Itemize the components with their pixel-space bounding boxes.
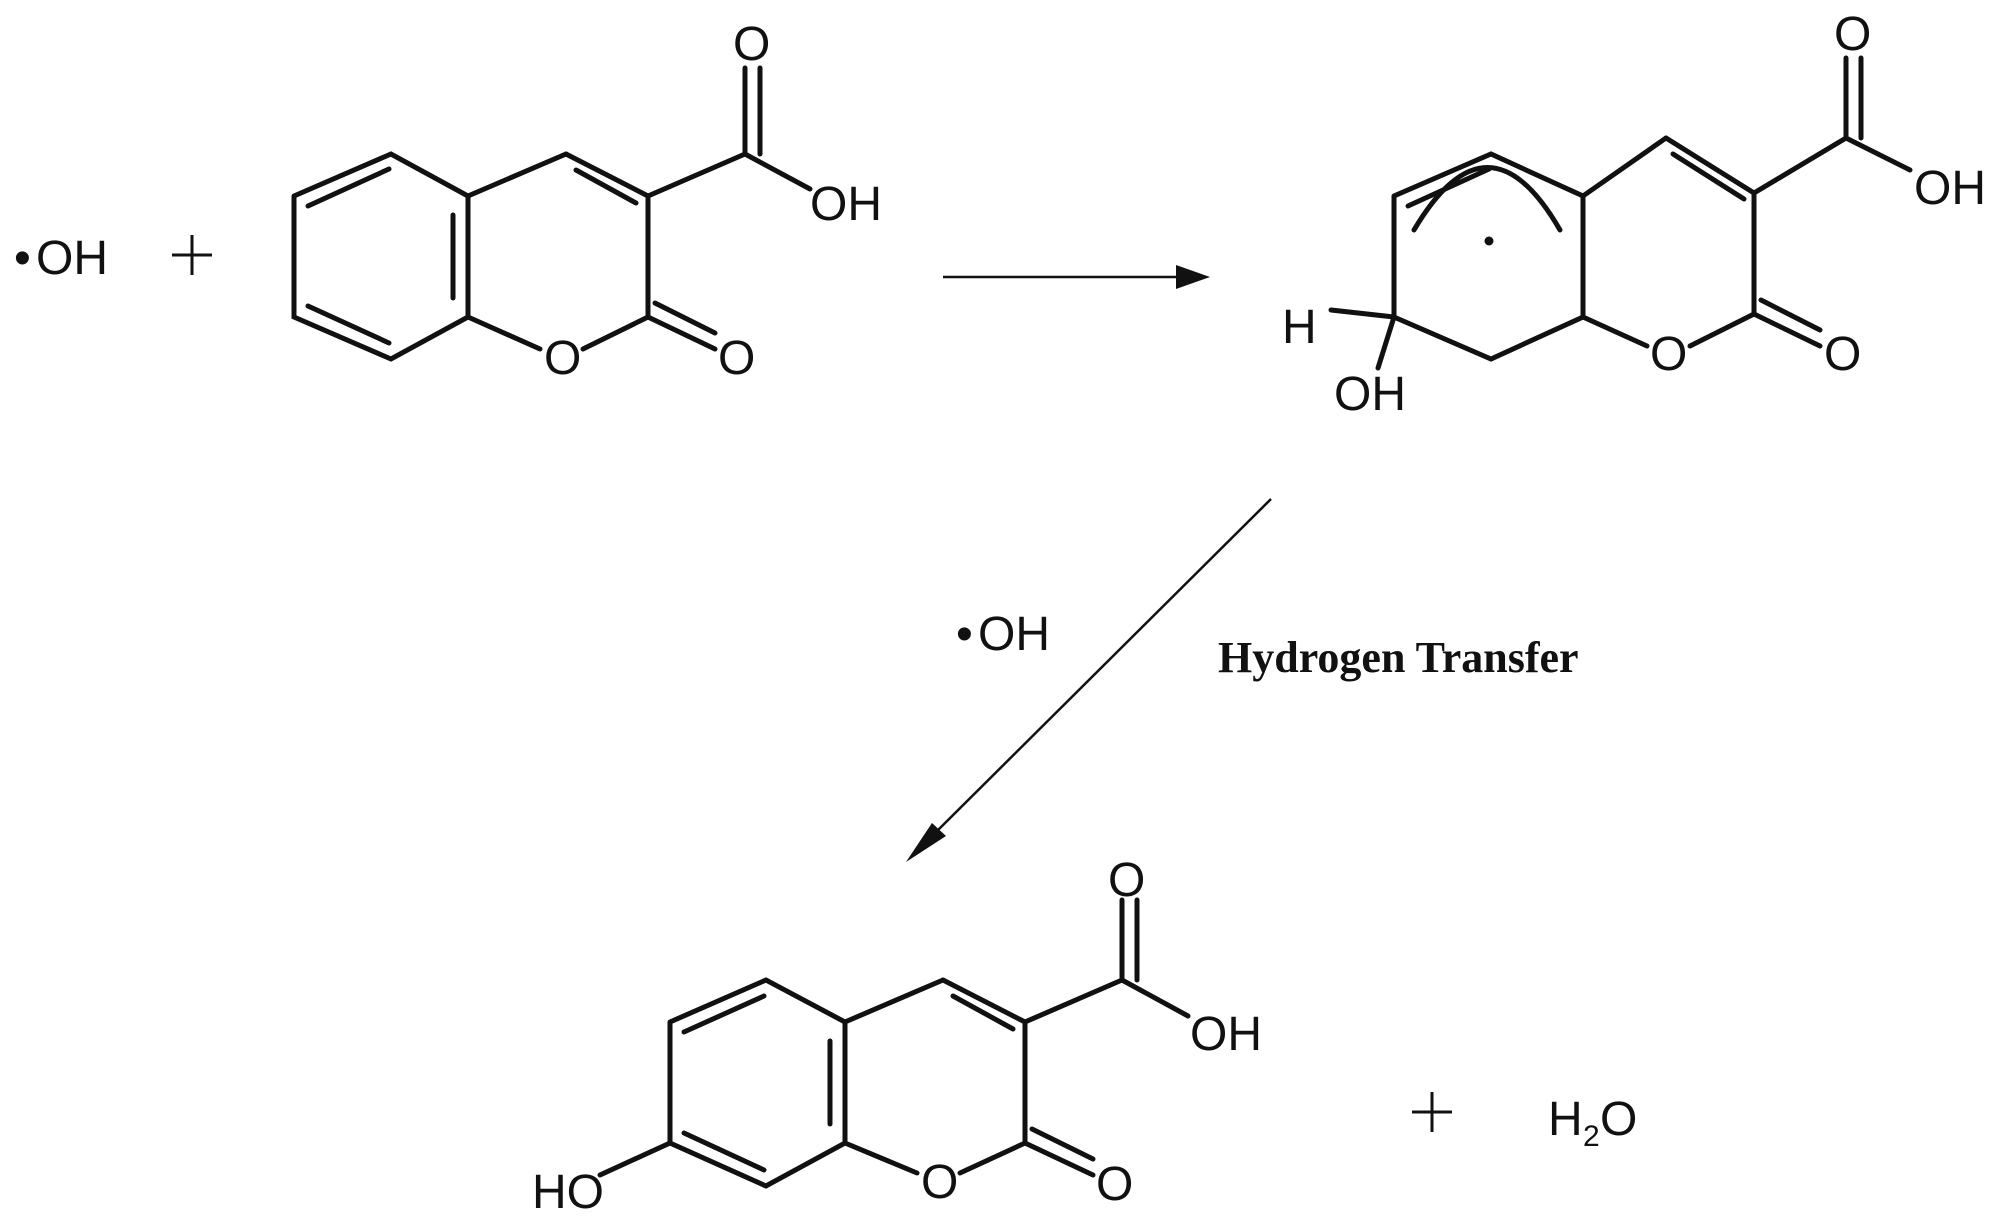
- acid-carbonyl-oxygen: O: [733, 18, 770, 71]
- benzene-ring: [667, 977, 848, 1189]
- hydroxyl-radical-reactant: • OH: [14, 232, 108, 285]
- radical-electron-dot: [1484, 236, 1494, 246]
- reagent-formula: OH: [978, 608, 1050, 661]
- water-subscript: 2: [1583, 1120, 1600, 1153]
- sp3-hydroxyl: OH: [1334, 368, 1406, 421]
- hydroxycoumarin-carboxylic-acid: O O O OH HO: [532, 854, 1262, 1219]
- ring-oxygen: O: [921, 1156, 958, 1209]
- acid-carbonyl-oxygen: O: [1108, 854, 1145, 907]
- water-element: H: [1548, 1093, 1583, 1146]
- carbonyl-oxygen: O: [1824, 328, 1861, 381]
- pyranone-ring: [842, 977, 1028, 1176]
- coumarin-3-carboxylic-acid: O O O OH: [291, 18, 882, 385]
- acid-carbonyl-oxygen: O: [1834, 8, 1871, 61]
- reaction-arrow-2: [906, 498, 1272, 862]
- carbonyl-oxygen: O: [1096, 1158, 1133, 1211]
- sp3-hydrogen: H: [1282, 301, 1317, 354]
- radical-dot: •: [14, 232, 31, 285]
- cyclohexadienyl-ring: [1391, 151, 1586, 362]
- benzene-ring: [291, 151, 471, 362]
- pyranone-ring: [1580, 135, 1757, 349]
- carbonyl-oxygen: O: [718, 332, 755, 385]
- acid-hydroxyl: OH: [1190, 1008, 1262, 1061]
- water-tail: O: [1600, 1093, 1637, 1146]
- plus-sign-1: [172, 235, 212, 275]
- ring-hydroxyl: HO: [532, 1166, 604, 1219]
- radical-formula: OH: [36, 232, 108, 285]
- reagent-hydroxyl-radical: • OH: [956, 608, 1050, 661]
- condition-label: Hydrogen Transfer: [1218, 633, 1579, 682]
- radical-intermediate: O O O OH H OH: [1282, 8, 1986, 421]
- ring-oxygen: O: [1650, 328, 1687, 381]
- reaction-arrow-1: [943, 265, 1210, 289]
- delocalization-arc: [1411, 165, 1563, 233]
- pyranone-ring: [465, 151, 651, 352]
- plus-sign-2: [1412, 1092, 1452, 1132]
- water-product: H 2 O: [1548, 1093, 1637, 1153]
- ring-oxygen: O: [544, 332, 581, 385]
- acid-hydroxyl: OH: [1914, 162, 1986, 215]
- acid-hydroxyl: OH: [810, 178, 882, 231]
- reagent-dot: •: [956, 608, 973, 661]
